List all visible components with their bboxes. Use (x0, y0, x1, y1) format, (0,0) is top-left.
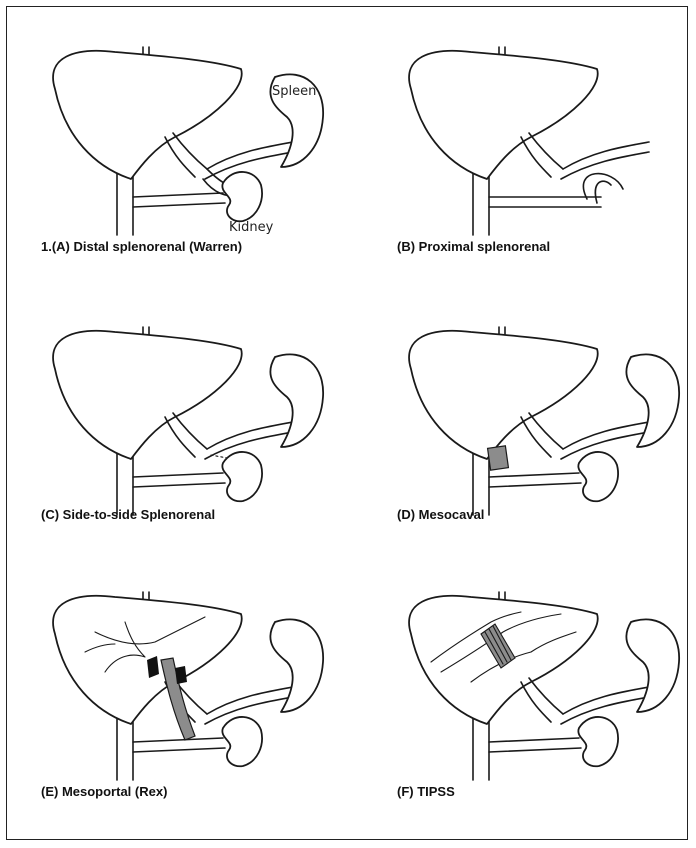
kidney (578, 452, 618, 501)
liver (409, 51, 598, 179)
kidney (578, 717, 618, 766)
panel-f-tipss: (F) TIPSS (391, 562, 691, 780)
kidney-label: Kidney (229, 220, 274, 235)
ligated-portal-clamp-left (147, 656, 159, 678)
splenic-vein (561, 142, 649, 179)
panel-a-distal-splenorenal: Spleen Kidney 1.(A) Distal splenorenal (… (35, 17, 335, 235)
kidney (222, 452, 262, 501)
panel-e-mesoportal-rex: (E) Mesoportal (Rex) (35, 562, 335, 780)
mesocaval-graft (488, 446, 509, 470)
spleen (270, 619, 323, 712)
spleen (270, 354, 323, 447)
panel-f-caption: (F) TIPSS (397, 784, 455, 799)
panel-d-caption: (D) Mesocaval (397, 507, 484, 522)
kidney (222, 717, 262, 766)
left-renal-vein (489, 738, 581, 752)
panel-e-illustration (35, 562, 335, 780)
panel-c-illustration (35, 297, 335, 515)
shunt-loop (583, 174, 623, 203)
kidney (222, 172, 262, 221)
spleen (626, 354, 679, 447)
panel-e-caption: (E) Mesoportal (Rex) (41, 784, 167, 799)
panel-a-illustration: Spleen Kidney (35, 17, 335, 235)
panel-f-illustration (391, 562, 691, 780)
panel-b-caption: (B) Proximal splenorenal (397, 239, 550, 254)
liver (53, 331, 242, 459)
left-renal-vein (133, 738, 225, 752)
left-renal-vein (133, 473, 225, 487)
left-renal-vein (489, 197, 601, 207)
panel-b-illustration (391, 17, 691, 235)
figure-frame: Spleen Kidney 1.(A) Distal splenorenal (… (6, 6, 688, 840)
panel-a-caption: 1.(A) Distal splenorenal (Warren) (41, 239, 242, 254)
panel-b-proximal-splenorenal: (B) Proximal splenorenal (391, 17, 691, 235)
spleen (626, 619, 679, 712)
panel-d-illustration (391, 297, 691, 515)
ligated-portal-clamp-right (175, 666, 187, 684)
spleen-label: Spleen (272, 84, 316, 99)
left-renal-vein (489, 473, 581, 487)
panel-c-side-to-side-splenorenal: (C) Side-to-side Splenorenal (35, 297, 335, 515)
panel-d-mesocaval: (D) Mesocaval (391, 297, 691, 515)
liver (53, 51, 242, 179)
panel-c-caption: (C) Side-to-side Splenorenal (41, 507, 215, 522)
liver (409, 331, 598, 459)
left-renal-vein (133, 193, 225, 207)
